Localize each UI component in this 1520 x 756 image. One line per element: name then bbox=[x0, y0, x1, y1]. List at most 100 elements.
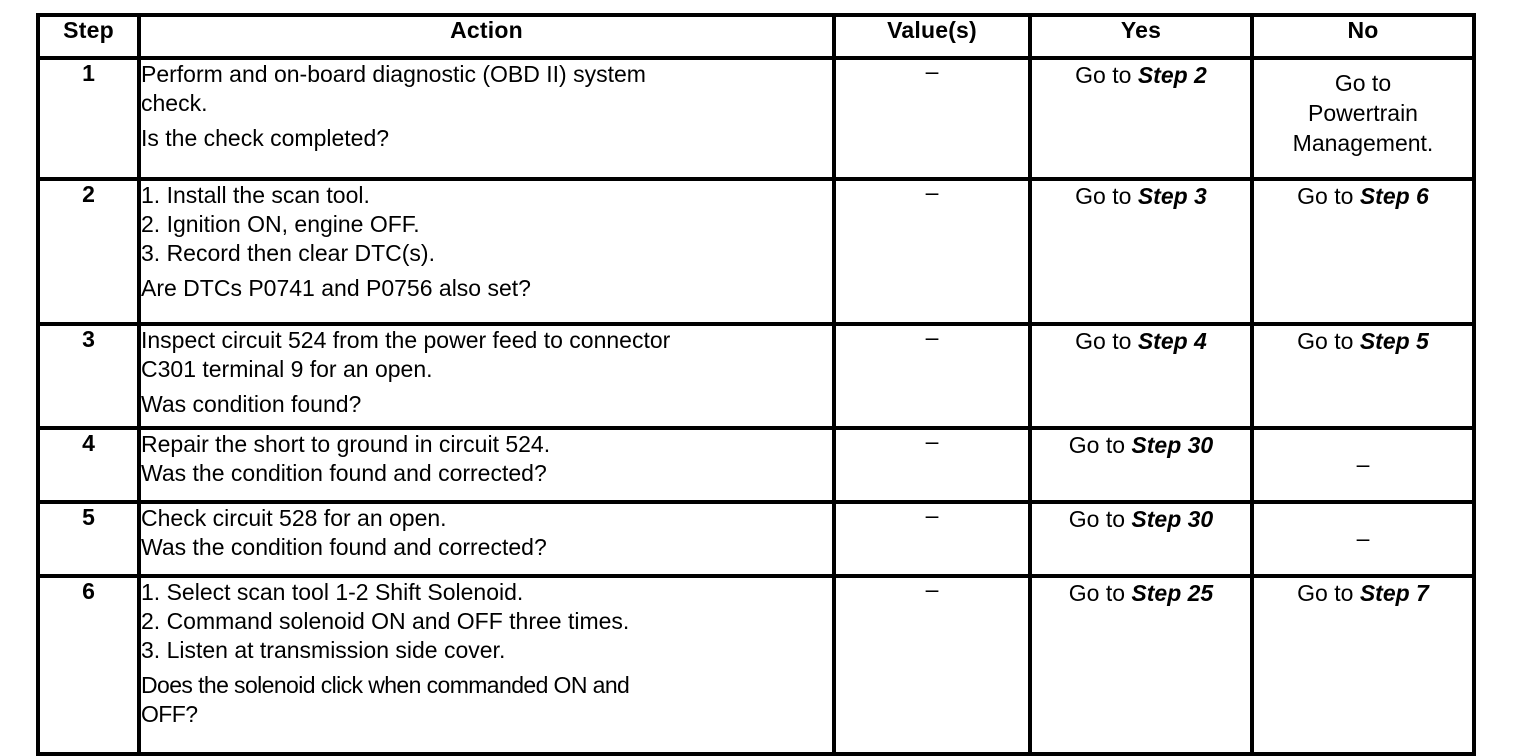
step-number-cell: 2 bbox=[36, 177, 141, 326]
no-branch-target: Step 7 bbox=[1359, 580, 1429, 606]
value-dash: – bbox=[925, 576, 939, 602]
action-cell: Inspect circuit 524 from the power feed … bbox=[137, 322, 836, 430]
action-question: OFF? bbox=[141, 701, 198, 727]
table-header: Step Action Value(s) Yes No bbox=[36, 13, 1476, 60]
yes-branch-cell: Go to Step 25 bbox=[1028, 574, 1254, 756]
yes-branch-cell: Go to Step 4 bbox=[1028, 322, 1254, 430]
action-cell: Repair the short to ground in circuit 52… bbox=[137, 426, 836, 504]
no-branch-target: Step 6 bbox=[1359, 183, 1429, 209]
action-line: Check circuit 528 for an open. bbox=[141, 505, 447, 531]
no-branch-text: Go to Step 5 bbox=[1254, 326, 1472, 356]
yes-branch-text: Go to Step 30 bbox=[1032, 430, 1250, 460]
no-branch-line: Management. bbox=[1292, 130, 1434, 156]
action-cell: 1. Install the scan tool. 2. Ignition ON… bbox=[137, 177, 836, 326]
yes-branch-text: Go to Step 30 bbox=[1032, 504, 1250, 534]
value-cell: – bbox=[832, 574, 1032, 756]
table-row: 4 Repair the short to ground in circuit … bbox=[36, 426, 1476, 504]
action-line: Perform and on-board diagnostic (OBD II)… bbox=[141, 61, 646, 87]
action-line: 1. Install the scan tool. bbox=[141, 182, 370, 208]
yes-branch-cell: Go to Step 30 bbox=[1028, 426, 1254, 504]
no-branch-target: Step 5 bbox=[1359, 328, 1429, 354]
step-number-cell: 4 bbox=[36, 426, 141, 504]
no-branch-cell: – bbox=[1250, 426, 1476, 504]
yes-branch-prefix: Go to bbox=[1068, 580, 1132, 606]
action-line: Inspect circuit 524 from the power feed … bbox=[141, 327, 671, 353]
action-question: Was the condition found and corrected? bbox=[141, 460, 547, 486]
no-branch-cell: – bbox=[1250, 500, 1476, 578]
yes-branch-target: Step 3 bbox=[1137, 183, 1207, 209]
value-cell: – bbox=[832, 177, 1032, 326]
step-number-cell: 5 bbox=[36, 500, 141, 578]
yes-branch-cell: Go to Step 3 bbox=[1028, 177, 1254, 326]
action-line: 3. Listen at transmission side cover. bbox=[141, 637, 506, 663]
yes-branch-text: Go to Step 25 bbox=[1032, 578, 1250, 608]
action-line: check. bbox=[141, 90, 208, 116]
no-branch-dash: – bbox=[1356, 525, 1370, 551]
diagnostic-procedure-table: Step Action Value(s) Yes No 1 Perform an… bbox=[36, 13, 1476, 756]
no-branch-cell: Go to Step 7 bbox=[1250, 574, 1476, 756]
header-row: Step Action Value(s) Yes No bbox=[36, 13, 1476, 60]
column-header-no: No bbox=[1250, 13, 1476, 60]
value-cell: – bbox=[832, 500, 1032, 578]
action-line: 2. Ignition ON, engine OFF. bbox=[141, 211, 420, 237]
table-row: 3 Inspect circuit 524 from the power fee… bbox=[36, 322, 1476, 430]
yes-branch-target: Step 30 bbox=[1131, 432, 1214, 458]
table-row: 6 1. Select scan tool 1-2 Shift Solenoid… bbox=[36, 574, 1476, 756]
table-row: 2 1. Install the scan tool. 2. Ignition … bbox=[36, 177, 1476, 326]
action-question: Are DTCs P0741 and P0756 also set? bbox=[141, 275, 531, 301]
step-number-cell: 1 bbox=[36, 56, 141, 181]
column-header-value: Value(s) bbox=[832, 13, 1032, 60]
yes-branch-prefix: Go to bbox=[1075, 62, 1138, 88]
no-branch-cell: Go to Powertrain Management. bbox=[1250, 56, 1476, 181]
action-question: Does the solenoid click when commanded O… bbox=[141, 672, 630, 698]
action-line: C301 terminal 9 for an open. bbox=[141, 356, 433, 382]
no-branch-line: Go to bbox=[1334, 70, 1392, 96]
no-branch-cell: Go to Step 5 bbox=[1250, 322, 1476, 430]
action-question: Was the condition found and corrected? bbox=[141, 534, 547, 560]
no-branch-dash: – bbox=[1356, 451, 1370, 477]
value-cell: – bbox=[832, 56, 1032, 181]
table-row: 1 Perform and on-board diagnostic (OBD I… bbox=[36, 56, 1476, 181]
value-dash: – bbox=[925, 58, 939, 84]
no-branch-text: Go to Step 7 bbox=[1254, 578, 1472, 608]
yes-branch-text: Go to Step 4 bbox=[1032, 326, 1250, 356]
action-line: 3. Record then clear DTC(s). bbox=[141, 240, 435, 266]
yes-branch-target: Step 25 bbox=[1131, 580, 1214, 606]
no-branch-text: Go to Step 6 bbox=[1254, 181, 1472, 211]
yes-branch-text: Go to Step 2 bbox=[1032, 60, 1250, 90]
yes-branch-text: Go to Step 3 bbox=[1032, 181, 1250, 211]
step-number-cell: 6 bbox=[36, 574, 141, 756]
yes-branch-prefix: Go to bbox=[1068, 432, 1132, 458]
step-number-cell: 3 bbox=[36, 322, 141, 430]
column-header-yes: Yes bbox=[1028, 13, 1254, 60]
value-cell: – bbox=[832, 322, 1032, 430]
no-branch-prefix: Go to bbox=[1297, 328, 1360, 354]
no-branch-cell: Go to Step 6 bbox=[1250, 177, 1476, 326]
yes-branch-target: Step 2 bbox=[1137, 62, 1207, 88]
table-body: 1 Perform and on-board diagnostic (OBD I… bbox=[36, 56, 1476, 756]
value-dash: – bbox=[925, 324, 939, 350]
value-dash: – bbox=[925, 502, 939, 528]
value-cell: – bbox=[832, 426, 1032, 504]
action-cell: 1. Select scan tool 1-2 Shift Solenoid. … bbox=[137, 574, 836, 756]
action-line: Repair the short to ground in circuit 52… bbox=[141, 431, 551, 457]
yes-branch-prefix: Go to bbox=[1075, 328, 1138, 354]
column-header-action: Action bbox=[137, 13, 836, 60]
yes-branch-cell: Go to Step 30 bbox=[1028, 500, 1254, 578]
action-question: Was condition found? bbox=[141, 391, 362, 417]
no-branch-line: Powertrain bbox=[1308, 100, 1418, 126]
action-line: 2. Command solenoid ON and OFF three tim… bbox=[141, 608, 630, 634]
action-cell: Perform and on-board diagnostic (OBD II)… bbox=[137, 56, 836, 181]
yes-branch-prefix: Go to bbox=[1075, 183, 1138, 209]
value-dash: – bbox=[925, 428, 939, 454]
yes-branch-cell: Go to Step 2 bbox=[1028, 56, 1254, 181]
yes-branch-target: Step 30 bbox=[1131, 506, 1214, 532]
yes-branch-prefix: Go to bbox=[1068, 506, 1132, 532]
no-branch-prefix: Go to bbox=[1297, 183, 1360, 209]
action-cell: Check circuit 528 for an open. Was the c… bbox=[137, 500, 836, 578]
yes-branch-target: Step 4 bbox=[1137, 328, 1207, 354]
no-branch-prefix: Go to bbox=[1297, 580, 1360, 606]
action-line: 1. Select scan tool 1-2 Shift Solenoid. bbox=[141, 579, 524, 605]
column-header-step: Step bbox=[36, 13, 141, 60]
